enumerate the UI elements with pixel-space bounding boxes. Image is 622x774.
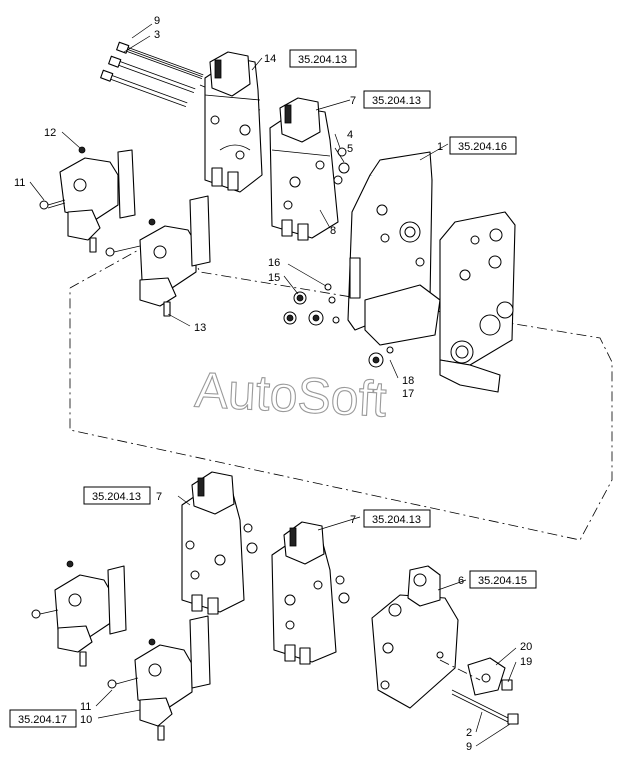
spool-cap-13 [105, 195, 211, 317]
spool-cap-12 [59, 146, 136, 253]
callout-20: 20 [520, 641, 532, 653]
plate-bolt-set [439, 657, 519, 725]
spool-cap-10 [107, 615, 211, 741]
plugs-15-16 [283, 283, 394, 368]
ref-box-1: 35.204.16 [458, 141, 507, 153]
callout-9-lower: 9 [466, 741, 472, 753]
callout-13: 13 [194, 322, 206, 334]
reference-boxes: 35.204.13 35.204.13 35.204.16 35.204.13 … [9, 49, 537, 728]
callout-16: 16 [268, 257, 280, 269]
valve-section-7-lower-right [271, 521, 350, 665]
ref-box-7-top: 35.204.13 [372, 95, 421, 107]
callout-9-top: 9 [154, 15, 160, 27]
end-section-6 [371, 565, 459, 709]
callout-numbers: 9 3 14 7 4 5 1 12 11 8 16 15 13 18 17 7 … [14, 15, 532, 753]
end-body-right [439, 211, 516, 393]
callout-17: 17 [402, 388, 414, 400]
inlet-body-1 [347, 151, 441, 346]
callout-18: 18 [402, 375, 414, 387]
callout-15: 15 [268, 272, 280, 284]
callout-6: 6 [458, 575, 464, 587]
callout-8: 8 [330, 225, 336, 237]
callout-19: 19 [520, 656, 532, 668]
callout-leaders [29, 23, 517, 747]
spool-cap-lower-left [31, 560, 127, 667]
callout-1: 1 [437, 141, 443, 153]
callout-2: 2 [466, 727, 472, 739]
ref-box-14: 35.204.13 [298, 54, 347, 66]
ref-box-7-lower-left: 35.204.13 [92, 491, 141, 503]
callout-7-lower-left: 7 [156, 491, 162, 503]
ref-box-10: 35.204.17 [18, 714, 67, 726]
callout-11-lower: 11 [80, 701, 91, 713]
callout-5: 5 [347, 143, 353, 155]
watermark: AutoSoft [193, 362, 388, 428]
callout-4: 4 [347, 129, 353, 141]
callout-14: 14 [264, 53, 276, 65]
callout-3: 3 [154, 29, 160, 41]
callout-7-lower-right: 7 [350, 514, 356, 526]
valve-section-7-lower-left [181, 471, 258, 615]
callout-10: 10 [80, 714, 92, 726]
ref-box-6: 35.204.15 [478, 575, 527, 587]
screw-11-top [39, 199, 66, 210]
valve-section-7-top [269, 97, 350, 241]
callout-12: 12 [44, 127, 56, 139]
ref-box-7-lower-right: 35.204.13 [372, 514, 421, 526]
callout-7-top: 7 [350, 95, 356, 107]
valve-section-14 [204, 51, 263, 193]
callout-11-top: 11 [14, 177, 25, 189]
